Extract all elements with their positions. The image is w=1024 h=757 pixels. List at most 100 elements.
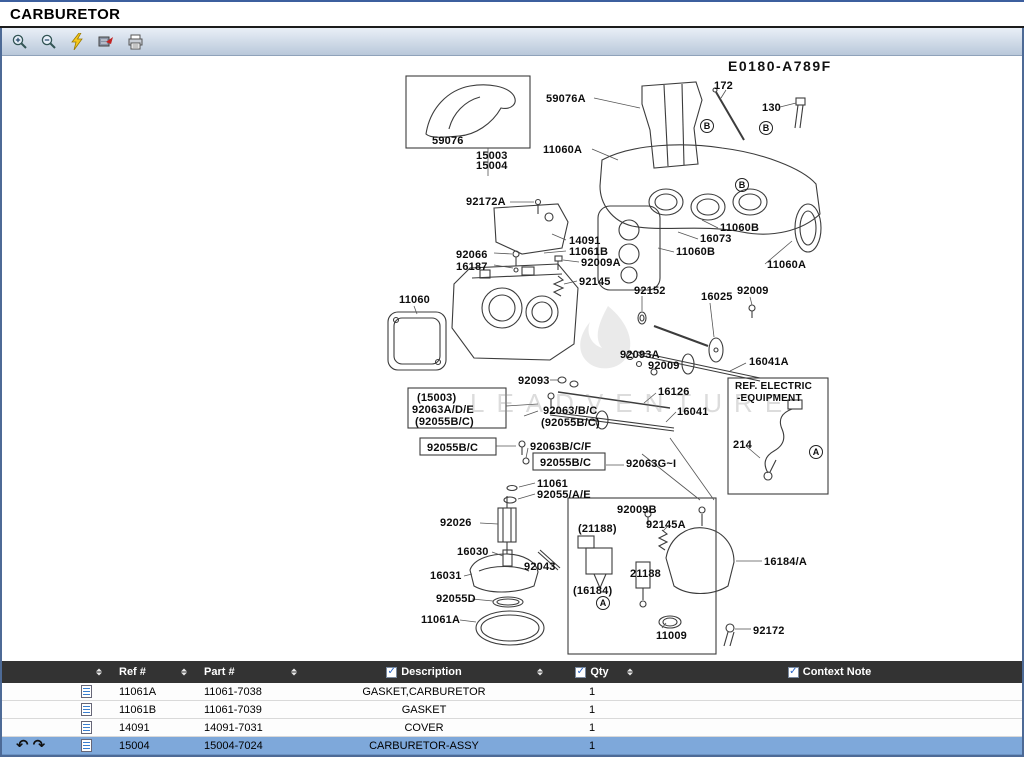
part-label[interactable]: 92145 — [579, 276, 611, 288]
part-label[interactable]: REF. ELECTRIC — [735, 381, 813, 392]
part-label[interactable]: 11060A — [767, 259, 807, 271]
part-label[interactable]: 16126 — [658, 386, 690, 398]
part-label[interactable]: 92172A — [466, 196, 506, 208]
sort-icon[interactable] — [627, 668, 633, 676]
part-label[interactable]: (15003) — [417, 392, 457, 404]
zoom-in-icon[interactable] — [9, 32, 29, 52]
zoom-out-icon[interactable] — [38, 32, 58, 52]
document-icon[interactable] — [80, 739, 92, 752]
part-label[interactable]: 92063/B/C — [543, 405, 598, 417]
part-label[interactable]: 11060B — [720, 222, 760, 234]
sort-icon[interactable] — [181, 668, 187, 676]
part-label[interactable]: 92055D — [436, 593, 476, 605]
sort-icon[interactable] — [96, 668, 102, 676]
column-checkbox[interactable] — [787, 666, 799, 678]
header-context-note[interactable]: Context Note — [637, 661, 1022, 683]
part-label[interactable]: 21188 — [630, 568, 661, 580]
header-description[interactable]: Description — [301, 661, 547, 683]
part-label[interactable]: 16041 — [677, 406, 709, 418]
part-label[interactable]: 11060A — [543, 144, 583, 156]
print-icon[interactable] — [125, 32, 145, 52]
part-label[interactable]: 214 — [733, 439, 752, 451]
part-label[interactable]: 92055B/C — [427, 442, 479, 454]
part-label[interactable]: (92055B/C) — [415, 416, 474, 428]
part-label[interactable]: 16030 — [457, 546, 489, 558]
document-icon[interactable] — [80, 721, 92, 734]
part-label[interactable]: 92009A — [581, 257, 621, 269]
part-label[interactable]: 59076 — [432, 135, 464, 147]
hotspot-lightning-icon[interactable] — [67, 32, 87, 52]
cell-qty: 1 — [588, 739, 596, 752]
part-label[interactable]: 92043 — [524, 561, 556, 573]
row-nav-cell — [2, 683, 66, 700]
part-label[interactable]: 92093 — [518, 375, 550, 387]
history-forward-icon[interactable]: ↷ — [32, 736, 46, 754]
part-label[interactable]: 16031 — [430, 570, 462, 582]
part-label[interactable]: 92009B — [617, 504, 657, 516]
part-label[interactable]: 15004 — [476, 160, 508, 172]
part-label[interactable]: 172 — [714, 80, 733, 92]
part-label[interactable]: 92063B/C/F — [530, 441, 592, 453]
part-label[interactable]: 92055/A/E — [537, 489, 591, 501]
part-label[interactable]: 92152 — [634, 285, 666, 297]
part-label[interactable]: 92009 — [648, 360, 680, 372]
part-label[interactable]: 92063A/D/E — [412, 404, 474, 416]
header-icon-column[interactable] — [66, 661, 106, 683]
part-label[interactable]: (21188) — [578, 523, 617, 535]
cell-qty: 1 — [588, 721, 596, 734]
part-label[interactable]: 92066 — [456, 249, 488, 261]
part-label[interactable]: 15003 — [476, 150, 508, 162]
part-label[interactable]: 11061 — [537, 478, 568, 490]
part-label[interactable]: 16025 — [701, 291, 733, 303]
part-label[interactable]: 16184/A — [764, 556, 807, 568]
part-label[interactable]: 130 — [762, 102, 781, 114]
part-label[interactable]: 92026 — [440, 517, 472, 529]
sort-icon[interactable] — [291, 668, 297, 676]
cell-part: 14091-7031 — [204, 721, 263, 734]
part-label[interactable]: 11060 — [399, 294, 430, 306]
column-checkbox[interactable] — [386, 666, 398, 678]
part-label[interactable]: 92093A — [620, 349, 660, 361]
part-label[interactable]: 11060B — [676, 246, 716, 258]
sort-icon[interactable] — [537, 668, 543, 676]
part-label[interactable]: 59076A — [546, 93, 586, 105]
diagram-code: E0180-A789F — [728, 58, 832, 74]
document-icon[interactable] — [80, 703, 92, 716]
part-label[interactable]: 92063G~I — [626, 458, 677, 470]
part-label[interactable]: 92145A — [646, 519, 686, 531]
cell-part: 11061-7038 — [204, 685, 262, 698]
part-label[interactable]: 11009 — [656, 630, 687, 642]
part-label[interactable]: 16041A — [749, 356, 789, 368]
header-qty[interactable]: Qty — [547, 661, 637, 683]
row-nav-cell: ↶↷ — [2, 737, 66, 754]
part-label[interactable]: 92009 — [737, 285, 769, 297]
header-part[interactable]: Part # — [191, 661, 301, 683]
part-label[interactable]: 92172 — [753, 625, 785, 637]
history-back-icon[interactable]: ↶ — [16, 736, 29, 754]
row-doc-cell — [66, 701, 106, 718]
part-label[interactable]: (16184) — [573, 585, 613, 597]
part-label[interactable]: 16187 — [456, 261, 488, 273]
document-icon[interactable] — [80, 685, 92, 698]
column-checkbox[interactable] — [575, 666, 587, 678]
part-label[interactable]: 92055B/C — [540, 457, 592, 469]
diagram-drawing — [387, 75, 829, 655]
header-ref[interactable]: Ref # — [106, 661, 191, 683]
part-label[interactable]: 16073 — [700, 233, 732, 245]
row-doc-cell — [66, 737, 106, 754]
select-part-icon[interactable] — [96, 32, 116, 52]
part-label[interactable]: 11061A — [421, 614, 461, 626]
cell-qty: 1 — [588, 703, 596, 716]
row-nav-cell — [2, 701, 66, 718]
part-label[interactable]: -EQUIPMENT — [737, 393, 802, 404]
part-label[interactable]: (92055B/C) — [541, 417, 600, 429]
part-label[interactable]: 14091 — [569, 235, 601, 247]
part-label[interactable]: 11061B — [569, 246, 609, 258]
